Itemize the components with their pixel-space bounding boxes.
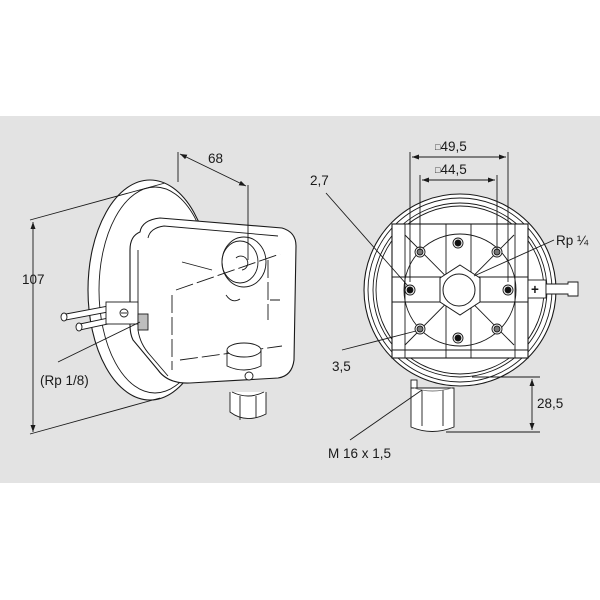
- inner-square-dimension: □44,5: [435, 162, 467, 177]
- pressure-connection-callout: Rp ¼: [556, 233, 589, 248]
- side-view: [29, 152, 297, 435]
- positive-port-nozzle: [545, 281, 579, 297]
- cable-gland-thread-callout: M 16 x 1,5: [328, 446, 391, 461]
- small-hole-callout: 2,7: [310, 173, 329, 188]
- depth-dimension-label: 68: [208, 151, 223, 166]
- large-hole-callout: 3,5: [332, 359, 351, 374]
- cable-gland-height-dimension: 28,5: [537, 396, 563, 411]
- cable-gland: [229, 392, 267, 419]
- pressure-port-callout: (Rp 1/8): [40, 373, 89, 388]
- front-view: [325, 152, 579, 441]
- pressure-nozzles: [60, 301, 149, 332]
- mounting-holes-large: [404, 237, 514, 344]
- screw-icon: [244, 371, 254, 381]
- cover-box: [129, 217, 297, 384]
- plus-icon: +: [531, 282, 539, 297]
- cable-gland-front: [410, 387, 455, 432]
- outer-square-dimension: □49,5: [435, 139, 467, 154]
- setpoint-knob: [221, 236, 267, 288]
- mounting-holes-small: [414, 246, 503, 335]
- height-dimension-label: 107: [22, 272, 45, 287]
